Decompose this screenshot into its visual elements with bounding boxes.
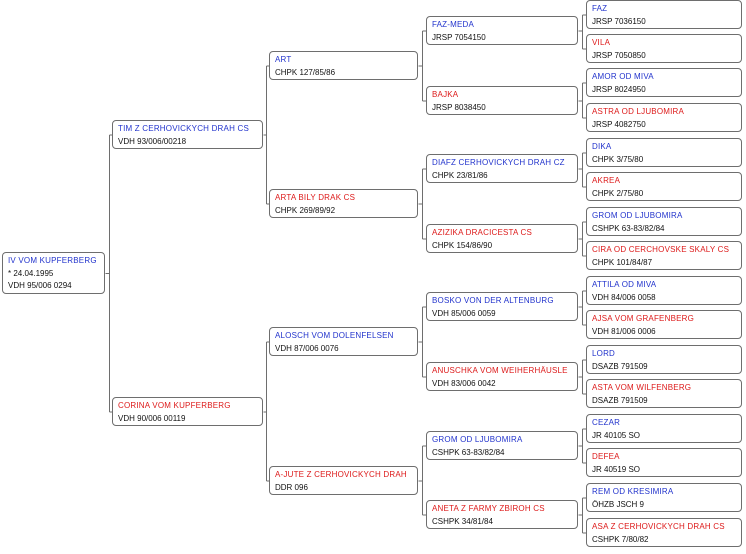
ancestor-name: VILA [592,38,611,47]
great-grandparent-box[interactable]: BAJKA JRSP 8038450 [426,86,578,115]
ancestor-name: ALOSCH VOM DOLENFELSEN [275,331,394,340]
gg-grandparent-box[interactable]: AMOR OD MIVA JRSP 8024950 [586,68,742,97]
great-grandparent-box[interactable]: GROM OD LJUBOMIRA CSHPK 63-83/82/84 [426,431,578,460]
ancestor-reg: JRSP 8024950 [592,85,646,94]
ancestor-name: BOSKO VON DER ALTENBURG [432,296,554,305]
great-grandparent-box[interactable]: ANETA Z FARMY ZBIROH CS CSHPK 34/81/84 [426,500,578,529]
ancestor-name: AKREA [592,176,621,185]
gg-grandparent-box[interactable]: REM OD KRESIMIRA ÖHZB JSCH 9 [586,483,742,512]
ancestor-reg: JRSP 7036150 [592,17,646,26]
subject-box[interactable]: IV VOM KUPFERBERG * 24.04.1995 VDH 95/00… [2,252,105,294]
ancestor-reg: CSHPK 63-83/82/84 [432,448,505,457]
ancestor-name: GROM OD LJUBOMIRA [432,435,523,444]
ancestor-reg: VDH 93/006/00218 [118,137,187,146]
ancestor-name: LORD [592,349,616,358]
ancestor-reg: CHPK 269/89/92 [275,206,336,215]
great-grandparent-box[interactable]: ANUSCHKA VOM WEIHERHÄUSLE VDH 83/006 004… [426,362,578,391]
great-grandparent-box[interactable]: BOSKO VON DER ALTENBURG VDH 85/006 0059 [426,292,578,321]
ancestor-name: BAJKA [432,90,459,99]
ancestor-reg: CHPK 23/81/86 [432,171,488,180]
ancestor-name: AZIZIKA DRACICESTA CS [432,228,533,237]
gg-grandparent-box[interactable]: DIKA CHPK 3/75/80 [586,138,742,167]
great-grandparent-box[interactable]: AZIZIKA DRACICESTA CS CHPK 154/86/90 [426,224,578,253]
ancestor-name: ANUSCHKA VOM WEIHERHÄUSLE [432,366,568,375]
grandparent-box[interactable]: ALOSCH VOM DOLENFELSEN VDH 87/006 0076 [269,327,418,356]
gg-grandparent-box[interactable]: VILA JRSP 7050850 [586,34,742,63]
ancestor-reg: JRSP 4082750 [592,120,646,129]
ancestor-reg: CHPK 127/85/86 [275,68,336,77]
ancestor-name: AJSA VOM GRAFENBERG [592,314,695,323]
grandparent-box[interactable]: ART CHPK 127/85/86 [269,51,418,80]
gg-grandparent-box[interactable]: LORD DSAZB 791509 [586,345,742,374]
ancestor-name: ANETA Z FARMY ZBIROH CS [432,504,545,513]
ancestor-reg: CHPK 2/75/80 [592,189,644,198]
ancestor-name: A-JUTE Z CERHOVICKYCH DRAH [275,470,407,479]
ancestor-name: FAZ-MEDA [432,20,475,29]
gg-grandparent-box[interactable]: AJSA VOM GRAFENBERG VDH 81/006 0006 [586,310,742,339]
great-grandparent-box[interactable]: DIAFZ CERHOVICKYCH DRAH CZ CHPK 23/81/86 [426,154,578,183]
ancestor-name: CORINA VOM KUPFERBERG [118,401,231,410]
ancestor-reg: VDH 90/006 00119 [118,414,186,423]
gg-grandparent-box[interactable]: ASTRA OD LJUBOMIRA JRSP 4082750 [586,103,742,132]
subject-reg: VDH 95/006 0294 [8,281,72,290]
ancestor-reg: VDH 81/006 0006 [592,327,656,336]
ancestor-name: ARTA BILY DRAK CS [275,193,356,202]
ancestor-reg: VDH 83/006 0042 [432,379,496,388]
ancestor-reg: ÖHZB JSCH 9 [592,500,645,509]
ancestor-reg: CHPK 3/75/80 [592,155,644,164]
ancestor-name: ASTA VOM WILFENBERG [592,383,692,392]
ancestor-name: TIM Z CERHOVICKYCH DRAH CS [118,124,249,133]
ancestor-reg: DSAZB 791509 [592,396,648,405]
gg-grandparent-box[interactable]: ATTILA OD MIVA VDH 84/006 0058 [586,276,742,305]
great-grandparent-box[interactable]: FAZ-MEDA JRSP 7054150 [426,16,578,45]
dam-box[interactable]: CORINA VOM KUPFERBERG VDH 90/006 00119 [112,397,263,426]
ancestor-reg: CSHPK 34/81/84 [432,517,493,526]
sire-box[interactable]: TIM Z CERHOVICKYCH DRAH CS VDH 93/006/00… [112,120,263,149]
gg-grandparent-box[interactable]: GROM OD LJUBOMIRA CSHPK 63-83/82/84 [586,207,742,236]
ancestor-name: AMOR OD MIVA [592,72,654,81]
ancestor-name: ATTILA OD MIVA [592,280,657,289]
ancestor-name: GROM OD LJUBOMIRA [592,211,683,220]
subject-birth: * 24.04.1995 [8,269,54,278]
ancestor-name: CIRA OD CERCHOVSKE SKALY CS [592,245,730,254]
ancestor-reg: VDH 84/006 0058 [592,293,656,302]
ancestor-reg: JRSP 8038450 [432,103,486,112]
ancestor-reg: VDH 85/006 0059 [432,309,496,318]
ancestor-reg: JRSP 7050850 [592,51,646,60]
ancestor-reg: CHPK 101/84/87 [592,258,653,267]
grandparent-box[interactable]: ARTA BILY DRAK CS CHPK 269/89/92 [269,189,418,218]
subject-name: IV VOM KUPFERBERG [8,256,97,265]
ancestor-reg: JRSP 7054150 [432,33,486,42]
ancestor-reg: CSHPK 63-83/82/84 [592,224,665,233]
ancestor-name: DEFEA [592,452,620,461]
ancestor-name: CEZAR [592,418,621,427]
ancestor-reg: VDH 87/006 0076 [275,344,339,353]
gg-grandparent-box[interactable]: CEZAR JR 40105 SO [586,414,742,443]
ancestor-reg: CSHPK 7/80/82 [592,535,649,544]
gg-grandparent-box[interactable]: CIRA OD CERCHOVSKE SKALY CS CHPK 101/84/… [586,241,742,270]
ancestor-name: REM OD KRESIMIRA [592,487,674,496]
grandparent-box[interactable]: A-JUTE Z CERHOVICKYCH DRAH DDR 096 [269,466,418,495]
ancestor-reg: JR 40519 SO [592,465,641,474]
gg-grandparent-box[interactable]: AKREA CHPK 2/75/80 [586,172,742,201]
gg-grandparent-box[interactable]: FAZ JRSP 7036150 [586,0,742,29]
ancestor-reg: CHPK 154/86/90 [432,241,493,250]
ancestor-name: ART [275,55,292,64]
ancestor-reg: DDR 096 [275,483,308,492]
ancestor-name: DIKA [592,142,612,151]
ancestor-name: FAZ [592,4,608,13]
ancestor-name: ASTRA OD LJUBOMIRA [592,107,685,116]
gg-grandparent-box[interactable]: ASA Z CERHOVICKYCH DRAH CS CSHPK 7/80/82 [586,518,742,547]
ancestor-name: DIAFZ CERHOVICKYCH DRAH CZ [432,158,565,167]
ancestor-reg: DSAZB 791509 [592,362,648,371]
ancestor-reg: JR 40105 SO [592,431,641,440]
ancestor-name: ASA Z CERHOVICKYCH DRAH CS [592,522,725,531]
gg-grandparent-box[interactable]: ASTA VOM WILFENBERG DSAZB 791509 [586,379,742,408]
gg-grandparent-box[interactable]: DEFEA JR 40519 SO [586,448,742,477]
